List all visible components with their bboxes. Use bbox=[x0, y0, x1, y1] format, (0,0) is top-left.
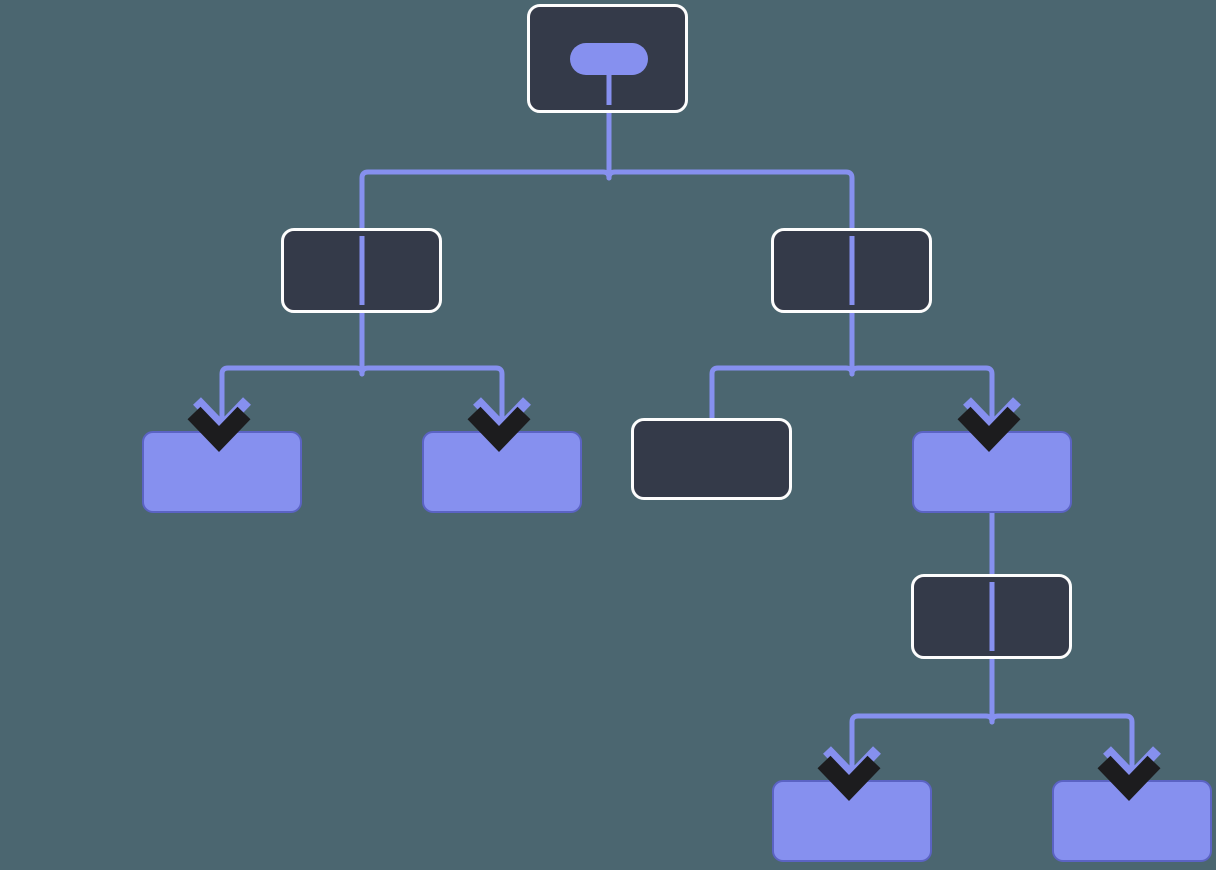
edge-e-rr3-rrr4[interactable] bbox=[989, 668, 1135, 780]
edge-through-e-rr3-rrr4 bbox=[992, 668, 1132, 780]
edge-e-rr3-rrl4[interactable] bbox=[849, 668, 995, 780]
node-n-ll2[interactable] bbox=[142, 431, 302, 513]
edge-e-r1-rr2[interactable] bbox=[849, 322, 995, 431]
arrowhead-back-a-lr2 bbox=[473, 397, 531, 435]
edge-through-e-l1-ll2 bbox=[287, 322, 365, 431]
arrowhead-back-a-rr2 bbox=[963, 397, 1021, 435]
edge-e-r1-rl2[interactable] bbox=[709, 322, 855, 418]
arrowhead-back-a-ll2 bbox=[193, 397, 251, 435]
node-n-rrl4[interactable] bbox=[772, 780, 932, 862]
edge-through-e-r1-rl2 bbox=[709, 322, 855, 418]
edge-e-l1-lr2[interactable] bbox=[359, 322, 505, 431]
node-n-r1[interactable] bbox=[771, 228, 932, 313]
root-pill-shape bbox=[570, 43, 648, 75]
edge-e-l1-ll2[interactable] bbox=[219, 322, 365, 431]
node-n-lr2[interactable] bbox=[422, 431, 582, 513]
node-n-rl2[interactable] bbox=[631, 418, 792, 500]
arrowhead-back-a-rrl4 bbox=[823, 746, 881, 784]
arrowhead-back-a-rrr4 bbox=[1103, 746, 1161, 784]
edge-through-e-l1-lr2 bbox=[359, 322, 505, 431]
node-root[interactable] bbox=[527, 4, 688, 113]
edge-through-e-rr3-rrl4 bbox=[852, 668, 992, 780]
node-n-rrr4[interactable] bbox=[1052, 780, 1212, 862]
node-n-rr2[interactable] bbox=[912, 431, 1072, 513]
node-n-l1[interactable] bbox=[281, 228, 442, 313]
node-n-rr3[interactable] bbox=[911, 574, 1072, 659]
edge-through-e-r1-rr2 bbox=[849, 322, 995, 431]
